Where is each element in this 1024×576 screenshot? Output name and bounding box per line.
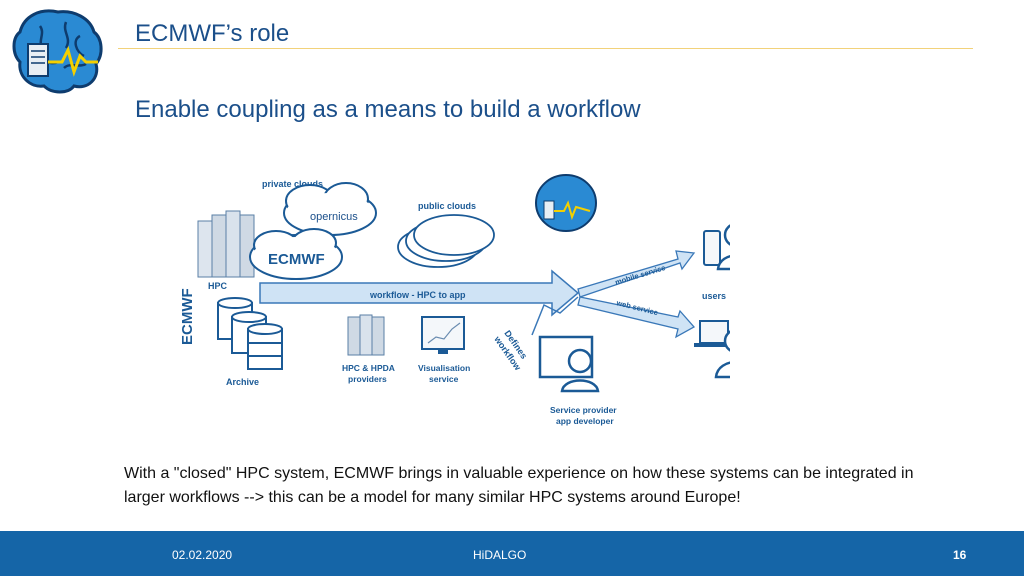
mobile-service-label: mobile service [614,263,666,287]
slide-subtitle: Enable coupling as a means to build a wo… [135,96,641,123]
visualisation-monitor [421,316,465,354]
footer-bar: 02.02.2020 HiDALGO 16 [0,531,1024,576]
ecmwf-cloud-label: ECMWF [268,251,325,268]
hpc-racks [197,210,255,278]
hpc-label: HPC [208,281,228,291]
web-service-arrow [577,296,696,339]
slide-title: ECMWF’s role [135,20,290,47]
diagram-brain-logo [535,174,597,232]
workflow-arrow [259,269,580,317]
hpc-hpda-label-2: providers [348,374,387,384]
private-cloud-copernicus [283,182,377,236]
title-divider [118,48,973,49]
slide-body-text: With a "closed" HPC system, ECMWF brings… [124,465,914,506]
service-provider-label-2: app developer [556,416,614,426]
archive-label: Archive [226,377,259,387]
archive-disks [217,297,283,370]
footer-project: HiDALGO [473,548,527,562]
workflow-arrow-label: workflow - HPC to app [369,290,466,300]
private-clouds-label: private clouds [262,179,323,189]
mobile-service-arrow [577,250,696,298]
private-cloud-ecmwf [249,228,343,280]
workflow-diagram: ECMWF HPC private clouds opernicus ECMWF… [179,174,730,426]
users-label: users [702,291,726,301]
hidalgo-brain-logo [12,9,103,94]
visualisation-label-2: service [429,374,459,384]
ecmwf-vertical-label: ECMWF [179,288,196,345]
service-provider-computer [538,335,600,393]
public-clouds-label: public clouds [418,201,476,211]
user-laptop [694,320,730,379]
defines-workflow-zigzag [531,296,579,336]
visualisation-label-1: Visualisation [418,363,470,373]
service-provider-label-1: Service provider [550,405,617,415]
hpc-hpda-rack [347,314,385,356]
public-clouds [397,214,495,268]
footer-date: 02.02.2020 [172,548,233,562]
footer-page-number: 16 [953,548,967,562]
hpc-hpda-label-1: HPC & HPDA [342,363,395,373]
user-mobile [703,224,730,271]
copernicus-label: opernicus [310,211,358,223]
